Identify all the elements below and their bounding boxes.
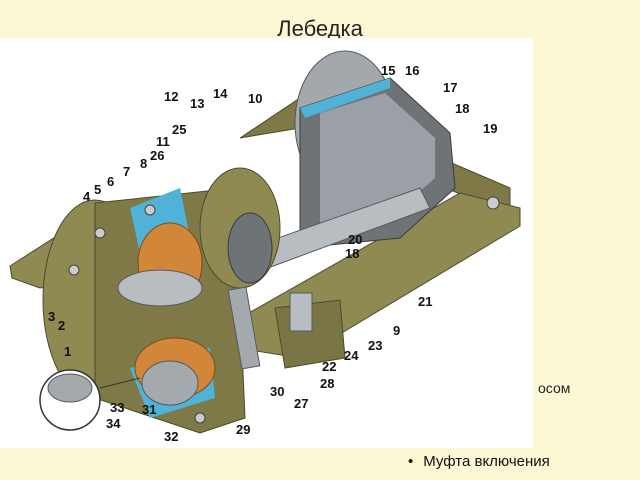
callout-11: 11 bbox=[156, 134, 170, 149]
clutch-lever bbox=[227, 286, 261, 370]
callout-33: 33 bbox=[110, 400, 124, 415]
callout-7: 7 bbox=[123, 164, 130, 179]
callout-12: 12 bbox=[164, 89, 178, 104]
callout-31: 31 bbox=[142, 402, 156, 417]
bolt bbox=[486, 196, 500, 210]
drum-cut-edge bbox=[300, 78, 390, 118]
slide-title: Лебедка bbox=[277, 16, 363, 41]
callout-13: 13 bbox=[190, 96, 204, 111]
winch-illustration: 1 2 3 4 5 6 7 8 9 10 11 12 13 14 15 16 1… bbox=[9, 50, 521, 444]
callout-18b: 18 bbox=[345, 246, 359, 261]
inset-leader bbox=[99, 377, 141, 389]
bolt bbox=[68, 264, 80, 276]
callout-19: 19 bbox=[483, 121, 497, 136]
winch-diagram: 1 2 3 4 5 6 7 8 9 10 11 12 13 14 15 16 1… bbox=[0, 38, 533, 448]
callout-labels: 1 2 3 4 5 6 7 8 9 10 11 12 13 14 15 16 1… bbox=[48, 63, 497, 444]
callout-20: 20 bbox=[348, 232, 362, 247]
callout-16: 16 bbox=[405, 63, 419, 78]
bolt bbox=[94, 227, 106, 239]
callout-23: 23 bbox=[368, 338, 382, 353]
inset-plug bbox=[47, 373, 93, 403]
bullet-dot: • bbox=[408, 453, 414, 470]
callout-10: 10 bbox=[248, 91, 262, 106]
side-text-fragment: осом bbox=[538, 380, 571, 396]
callout-9: 9 bbox=[393, 323, 400, 338]
callout-18: 18 bbox=[455, 101, 469, 116]
callout-5: 5 bbox=[94, 182, 101, 197]
callout-17: 17 bbox=[443, 80, 457, 95]
bullet-item: • Муфта включения bbox=[408, 453, 550, 470]
callout-21: 21 bbox=[418, 294, 432, 309]
callout-26: 26 bbox=[150, 148, 164, 163]
bolt bbox=[144, 204, 156, 216]
callout-1: 1 bbox=[64, 344, 71, 359]
shaft-end bbox=[117, 269, 203, 307]
callout-22: 22 bbox=[322, 359, 336, 374]
callout-25: 25 bbox=[172, 122, 186, 137]
callout-24: 24 bbox=[344, 348, 359, 363]
callout-32: 32 bbox=[164, 429, 178, 444]
callout-3: 3 bbox=[48, 309, 55, 324]
callout-29: 29 bbox=[236, 422, 250, 437]
callout-14: 14 bbox=[213, 86, 228, 101]
callout-8: 8 bbox=[140, 156, 147, 171]
worm bbox=[141, 360, 199, 406]
callout-15: 15 bbox=[381, 63, 395, 78]
callout-34: 34 bbox=[106, 416, 121, 431]
bolt bbox=[194, 412, 206, 424]
callout-6: 6 bbox=[107, 174, 114, 189]
callout-30: 30 bbox=[270, 384, 284, 399]
callout-27: 27 bbox=[294, 396, 308, 411]
callout-4: 4 bbox=[83, 189, 91, 204]
callout-2: 2 bbox=[58, 318, 65, 333]
bullet-text: Муфта включения bbox=[423, 453, 550, 470]
clutch-hub bbox=[227, 212, 273, 284]
lock-spring bbox=[289, 292, 313, 332]
callout-28: 28 bbox=[320, 376, 334, 391]
